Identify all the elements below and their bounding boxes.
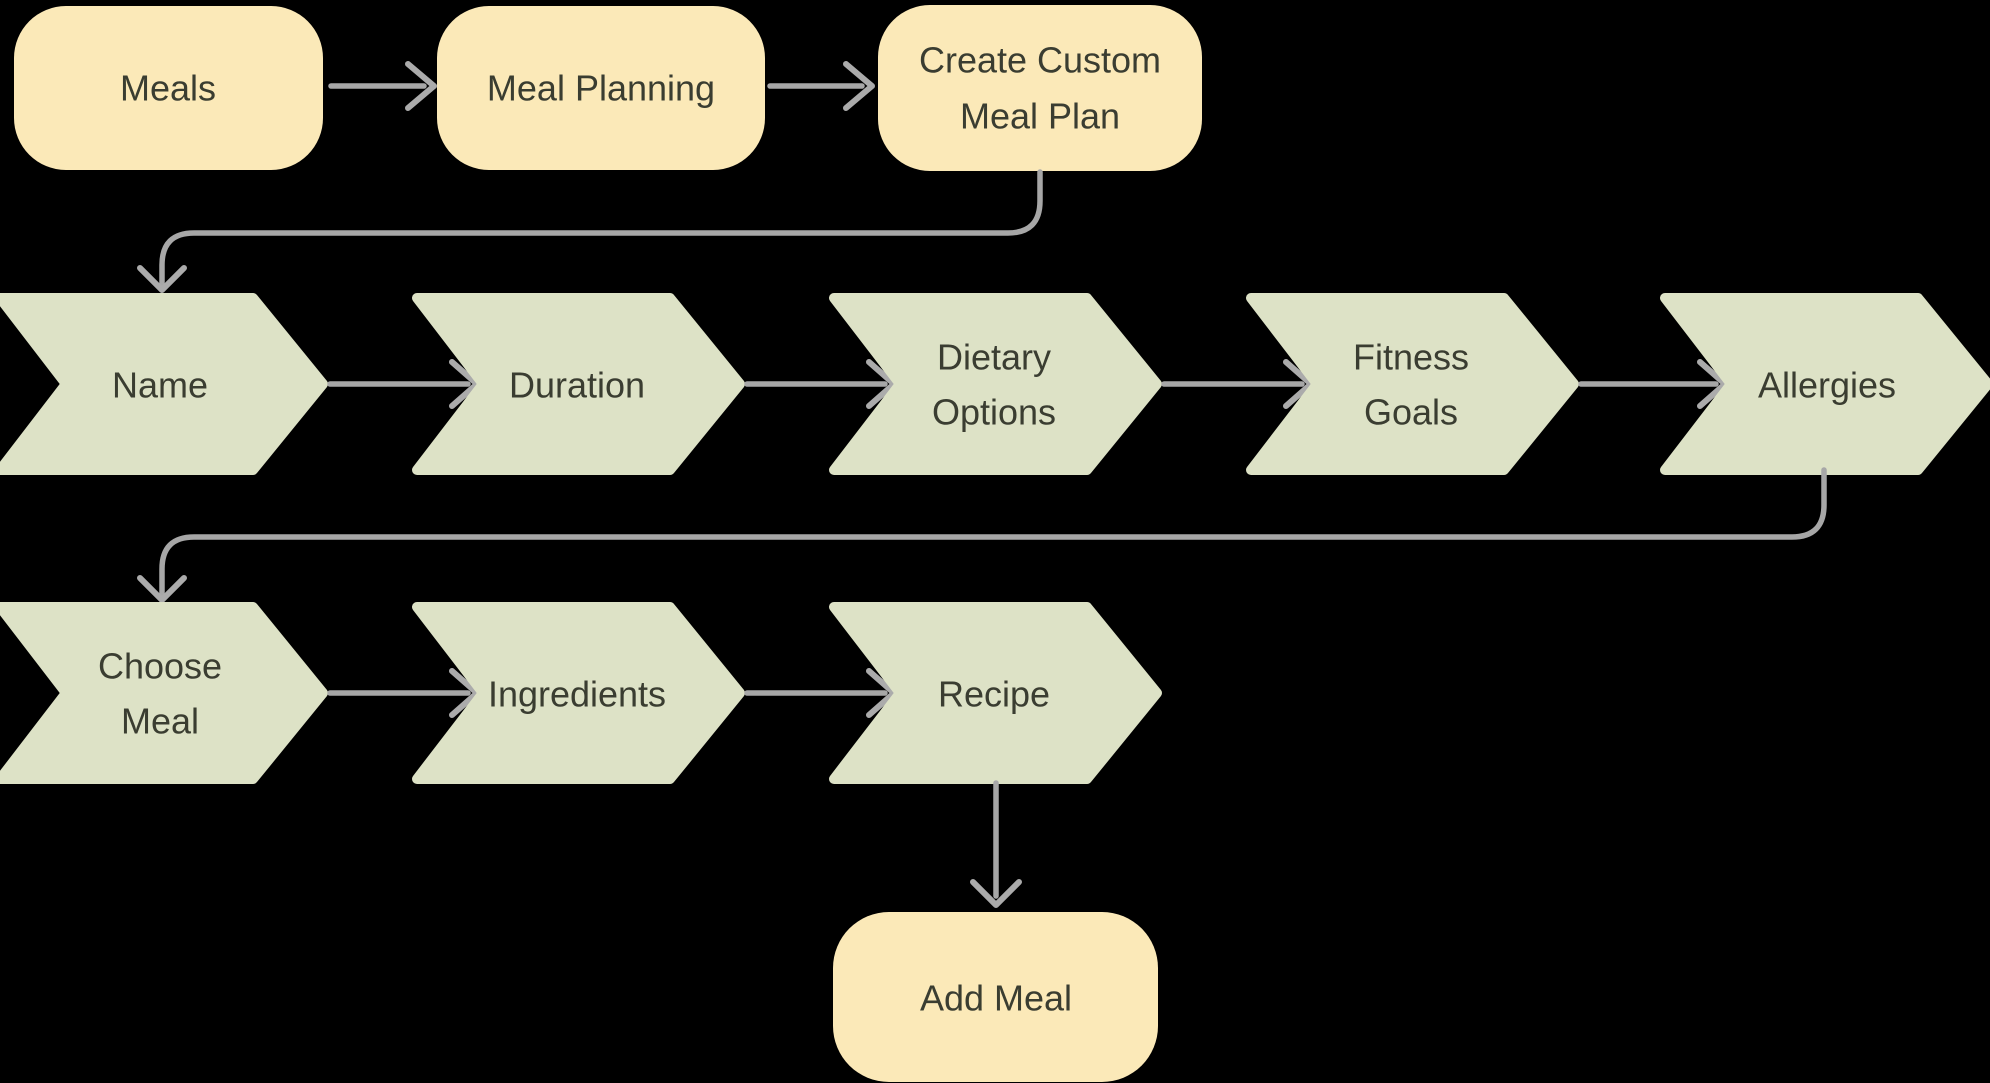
node-allergies-shape — [1660, 293, 1990, 475]
node-name: Name — [0, 293, 328, 475]
arrowhead-down-icon — [137, 575, 187, 603]
arrow-duration-to-dietary-options — [744, 359, 897, 409]
node-add-meal-label: Add Meal — [920, 978, 1072, 1019]
node-choose-meal-label-line1: Choose — [98, 646, 222, 687]
arrow-ingredients-to-recipe — [744, 668, 897, 718]
node-meals: Meals — [14, 6, 323, 170]
arrow-fitness-goals-to-allergies — [1578, 359, 1728, 409]
node-choose-meal: Choose Meal — [0, 602, 328, 784]
node-choose-meal-label-line2: Meal — [121, 701, 199, 742]
node-allergies-label: Allergies — [1758, 365, 1896, 406]
node-dietary-options-label-line2: Options — [932, 392, 1056, 433]
node-meal-planning: Meal Planning — [437, 6, 765, 170]
node-meal-planning-label: Meal Planning — [487, 68, 715, 109]
connector-allergies-to-choose-meal — [137, 467, 1827, 603]
node-recipe: Recipe — [829, 602, 1162, 784]
node-fitness-goals-label-line2: Goals — [1364, 392, 1458, 433]
node-fitness-goals: Fitness Goals — [1246, 293, 1579, 475]
node-duration: Duration — [412, 293, 745, 475]
arrowhead-right-icon — [843, 61, 875, 111]
node-meal-planning-shape — [437, 6, 765, 170]
node-allergies: Allergies — [1660, 293, 1990, 475]
connector-path — [159, 467, 1827, 597]
node-ingredients-shape — [412, 602, 745, 784]
arrowhead-right-icon — [405, 61, 437, 111]
node-name-shape — [0, 293, 328, 475]
node-create-custom-meal-plan-label-line2: Meal Plan — [960, 96, 1120, 137]
node-ingredients-label: Ingredients — [488, 674, 666, 715]
arrow-name-to-duration — [327, 359, 480, 409]
connector-create-custom-to-name — [137, 169, 1043, 293]
arrow-dietary-options-to-fitness-goals — [1161, 359, 1314, 409]
arrow-meals-to-meal-planning — [328, 61, 437, 111]
node-dietary-options-shape — [829, 293, 1162, 475]
node-choose-meal-shape — [0, 602, 328, 784]
node-create-custom-meal-plan: Create Custom Meal Plan — [878, 5, 1202, 171]
node-fitness-goals-label-line1: Fitness — [1353, 337, 1469, 378]
arrowhead-down-icon — [137, 265, 187, 293]
arrow-meal-planning-to-create-custom — [767, 61, 875, 111]
node-recipe-shape — [829, 602, 1162, 784]
node-add-meal-shape — [833, 912, 1158, 1082]
node-dietary-options: Dietary Options — [829, 293, 1162, 475]
node-ingredients: Ingredients — [412, 602, 745, 784]
connector-path — [159, 169, 1043, 287]
node-meals-label: Meals — [120, 68, 216, 109]
node-meals-shape — [14, 6, 323, 170]
node-duration-label: Duration — [509, 365, 645, 406]
arrowhead-down-icon — [970, 879, 1022, 908]
node-name-label: Name — [112, 365, 208, 406]
arrow-recipe-to-add-meal — [970, 780, 1022, 908]
node-create-custom-meal-plan-shape — [878, 5, 1202, 171]
node-fitness-goals-shape — [1246, 293, 1579, 475]
node-duration-shape — [412, 293, 745, 475]
node-add-meal: Add Meal — [833, 912, 1158, 1082]
arrow-choose-meal-to-ingredients — [327, 668, 480, 718]
node-dietary-options-label-line1: Dietary — [937, 337, 1051, 378]
node-create-custom-meal-plan-label-line1: Create Custom — [919, 40, 1161, 81]
node-recipe-label: Recipe — [938, 674, 1050, 715]
